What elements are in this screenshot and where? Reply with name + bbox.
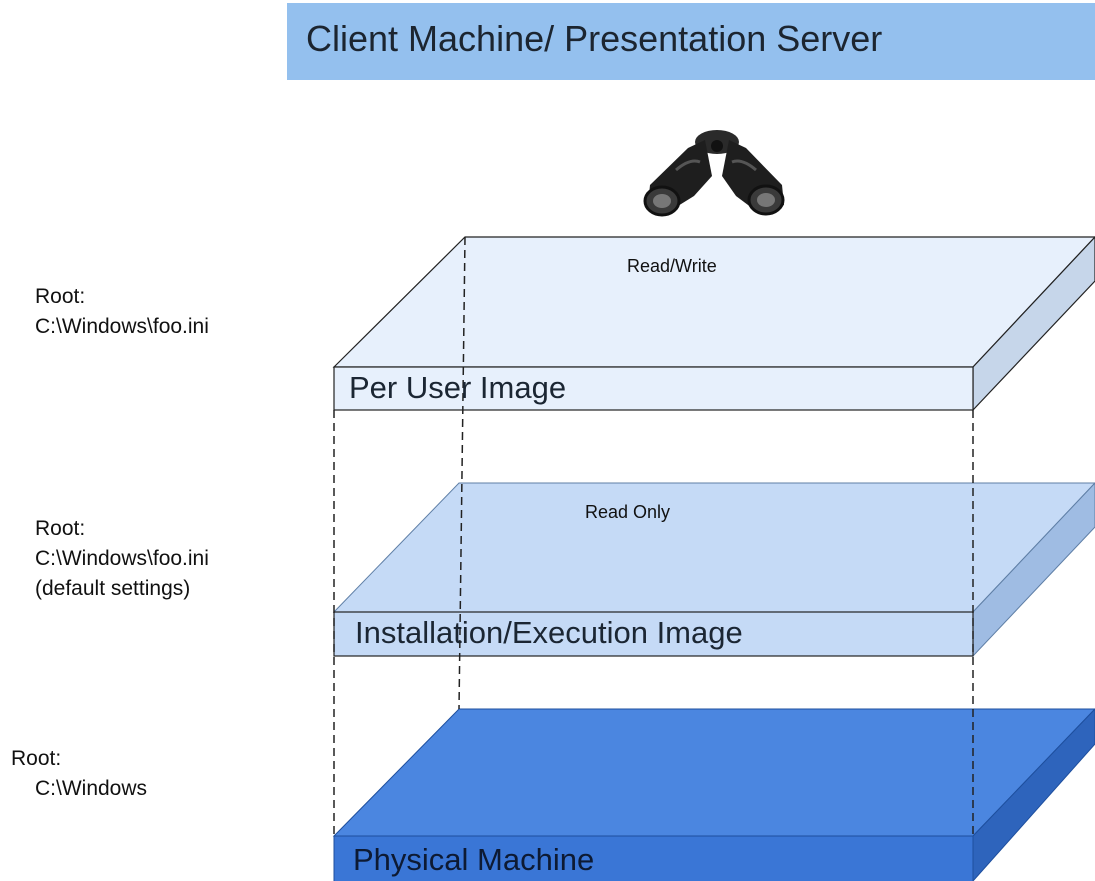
- root-label-physical: Root: C:\Windows: [11, 744, 147, 804]
- root-path: C:\Windows\foo.ini: [35, 547, 209, 570]
- root-heading: Root:: [11, 747, 62, 770]
- diagram-title: Client Machine/ Presentation Server: [306, 18, 883, 59]
- root-label-installation: Root: C:\Windows\foo.ini (default settin…: [35, 514, 209, 604]
- layer-title-per-user: Per User Image: [349, 370, 567, 405]
- layer-title-installation: Installation/Execution Image: [355, 615, 743, 650]
- root-heading: Root:: [35, 517, 86, 540]
- access-label-read-only: Read Only: [585, 502, 671, 522]
- installation-image-slab: [332, 482, 1095, 658]
- dashed-guides: [333, 236, 974, 836]
- access-label-read-write: Read/Write: [627, 256, 717, 276]
- root-heading: Root:: [35, 285, 86, 308]
- layer-title-physical: Physical Machine: [353, 842, 595, 877]
- per-user-image-slab: [332, 236, 1095, 412]
- root-path: C:\Windows: [35, 777, 148, 800]
- root-path: C:\Windows\foo.ini: [35, 315, 209, 338]
- title-banner: [287, 3, 1095, 80]
- physical-machine-slab: [332, 708, 1095, 881]
- root-note: (default settings): [35, 577, 191, 600]
- binoculars-icon: [643, 130, 785, 217]
- root-label-per-user: Root: C:\Windows\foo.ini: [35, 282, 209, 342]
